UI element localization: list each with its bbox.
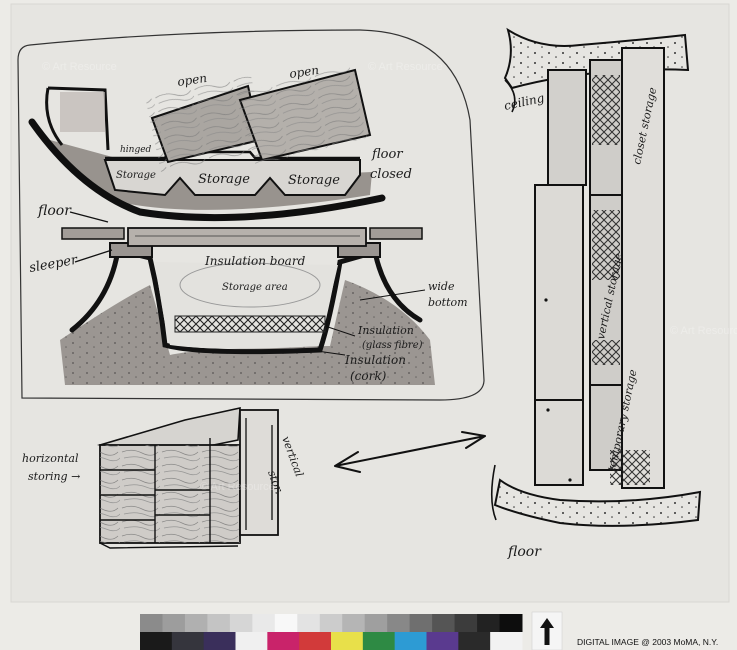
color-swatch xyxy=(490,632,523,650)
crosshatch-low xyxy=(592,340,620,365)
color-swatch xyxy=(394,632,427,650)
label-open-right: open xyxy=(288,63,319,81)
gray-swatch xyxy=(477,614,501,632)
watermark: © Art Resource xyxy=(42,61,117,73)
label-storage-area: Storage area xyxy=(222,282,288,293)
gray-swatch xyxy=(207,614,231,632)
color-swatch xyxy=(299,632,332,650)
label-insulation-board: Insulation board xyxy=(204,254,306,268)
gray-swatch xyxy=(274,614,298,632)
image-credit: DIGITAL IMAGE @ 2003 MoMA, N.Y. xyxy=(577,637,718,647)
color-swatch xyxy=(267,632,300,650)
label-open-left: open xyxy=(176,71,207,89)
wide-bottom-leader xyxy=(359,289,426,301)
floor-board-left xyxy=(61,227,125,240)
gray-swatch xyxy=(319,614,343,632)
watermark: © Art Resource xyxy=(670,325,737,337)
label-horizontal-storing-2: storing → xyxy=(28,470,80,483)
label-storage-1: Storage xyxy=(116,170,156,181)
label-storage-3: Storage xyxy=(288,173,340,188)
gray-swatch xyxy=(454,614,478,632)
cork-leader xyxy=(309,349,346,356)
crosshatch-bottom xyxy=(610,450,650,485)
wall-panel-upper xyxy=(547,69,587,186)
color-swatch xyxy=(171,632,205,650)
wall-panel-right xyxy=(621,47,665,489)
floor-board-main xyxy=(127,227,367,247)
floor-storage-section xyxy=(17,29,485,401)
label-floor-closed-1: floor xyxy=(371,147,403,162)
floor-slab xyxy=(493,478,702,527)
floor-arrow xyxy=(69,211,109,223)
label-insulation-glass-2: (glass fibre) xyxy=(362,340,423,351)
storage-area-swirl xyxy=(179,262,321,308)
label-insulation-cork-1: Insulation xyxy=(344,353,406,367)
gray-swatch xyxy=(387,614,411,632)
color-swatch xyxy=(426,632,459,650)
wall-panel-left xyxy=(534,184,584,486)
section-frame xyxy=(17,29,485,401)
gray-swatch xyxy=(499,614,523,632)
up-arrow-icon xyxy=(540,618,554,645)
vertical-wall-section xyxy=(490,27,702,527)
glass-leader xyxy=(324,325,356,337)
watermark: © Art Resource xyxy=(200,481,275,493)
label-horizontal-storing-1: horizontal xyxy=(22,452,79,465)
gray-swatch xyxy=(364,614,388,632)
label-wide-bottom-1: wide xyxy=(428,280,455,293)
color-swatch xyxy=(203,632,236,650)
color-swatch xyxy=(140,632,173,650)
label-wide-bottom-2: bottom xyxy=(428,296,468,309)
color-swatch xyxy=(458,632,491,650)
gray-swatch xyxy=(342,614,366,632)
label-hinged: hinged xyxy=(120,145,152,155)
sleeper-arrow xyxy=(74,249,113,263)
gray-swatch xyxy=(229,614,253,632)
color-swatch xyxy=(362,632,396,650)
label-floor-closed-2: closed xyxy=(370,167,412,182)
label-storage-2: Storage xyxy=(198,172,250,187)
color-swatch xyxy=(235,632,268,650)
label-floor: floor xyxy=(37,203,72,219)
label-insulation-cork-2: (cork) xyxy=(350,369,387,383)
hull-rim xyxy=(45,86,110,151)
gray-swatch xyxy=(162,614,186,632)
gray-swatch xyxy=(184,614,208,632)
crosshatch-top xyxy=(592,75,620,145)
label-insulation-glass-1: Insulation xyxy=(357,324,414,337)
horizontal-storage-block xyxy=(97,406,279,549)
glass-fibre-insulation xyxy=(174,315,326,333)
gray-swatch xyxy=(297,614,321,632)
hull-outline xyxy=(28,118,386,222)
crosshatch-mid xyxy=(592,210,620,280)
gray-swatch xyxy=(432,614,456,632)
watermark: © Art Resource xyxy=(368,61,443,73)
color-swatch xyxy=(331,632,364,650)
gray-swatch xyxy=(252,614,276,632)
label-floor-bottom: floor xyxy=(507,544,542,560)
floor-board-right xyxy=(369,227,423,240)
double-arrow xyxy=(334,431,486,473)
color-calibration-bar xyxy=(140,614,523,650)
gray-swatch xyxy=(409,614,433,632)
gray-swatch xyxy=(140,614,163,632)
